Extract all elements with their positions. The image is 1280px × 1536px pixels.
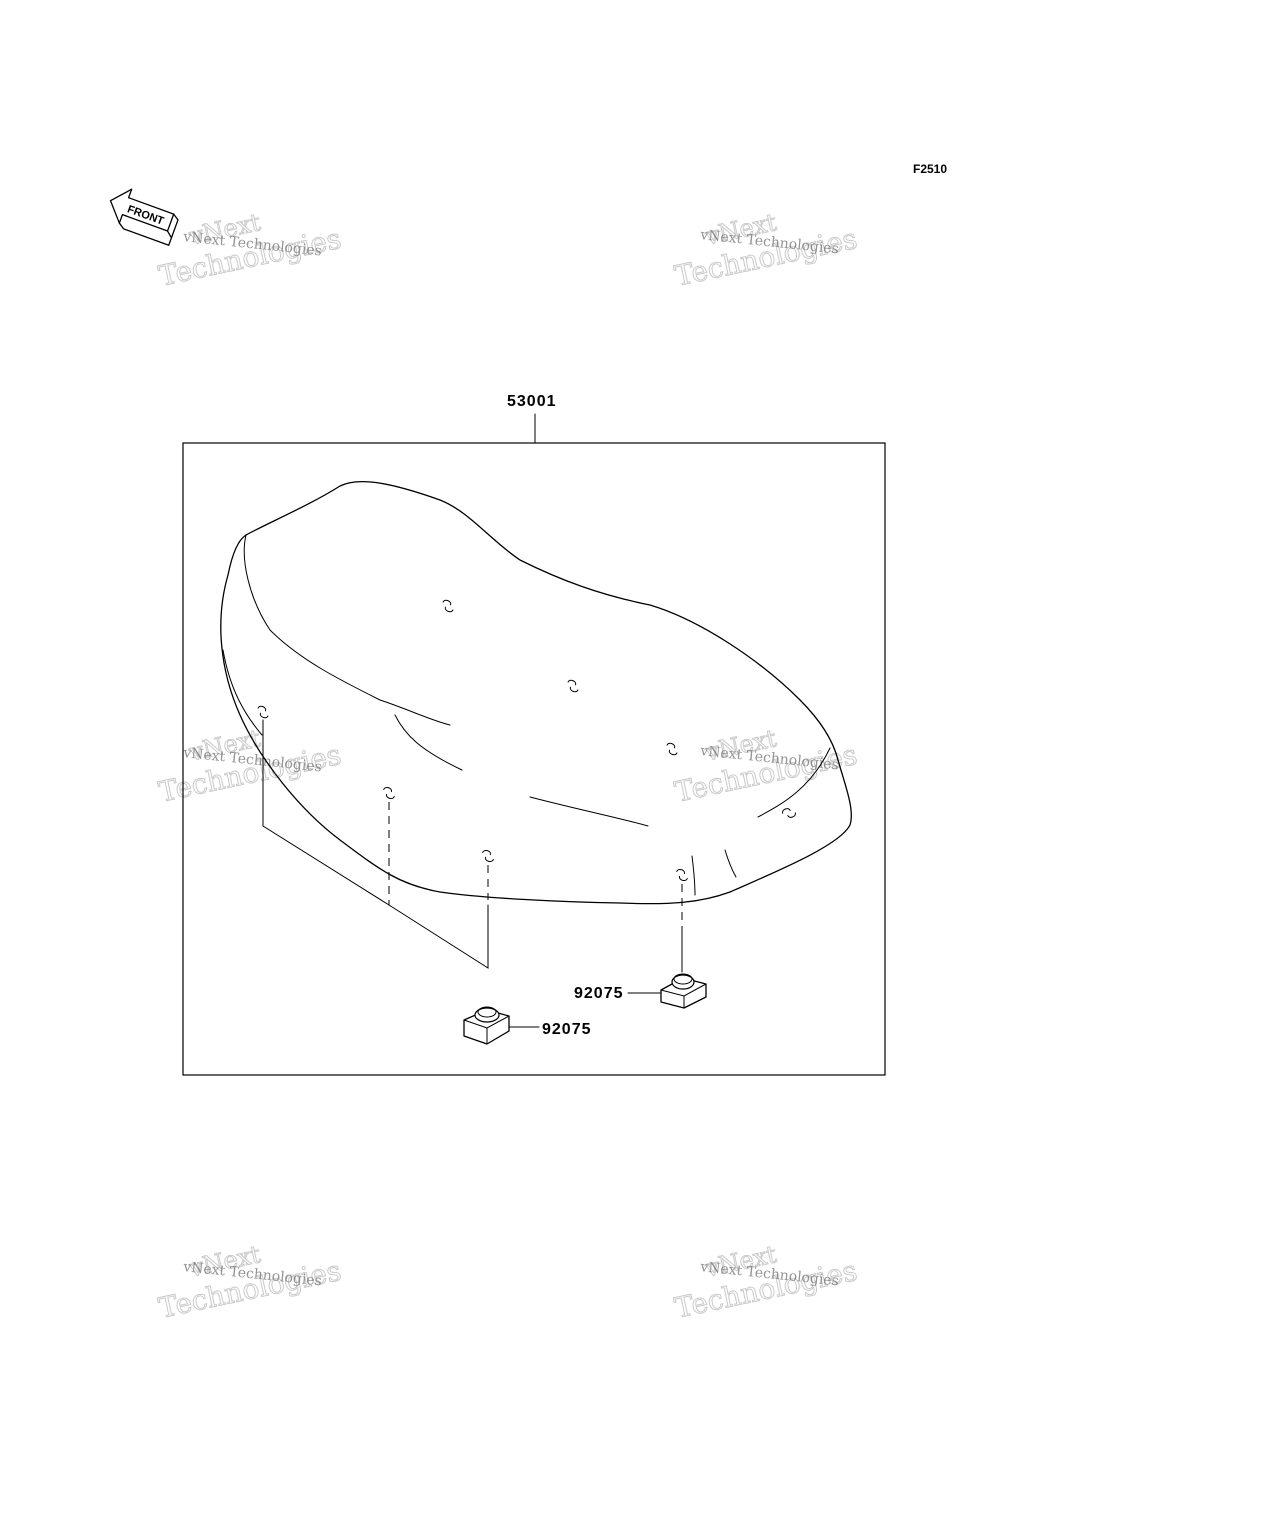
front-label: FRONT [126, 203, 166, 227]
damper-block-left [463, 1006, 510, 1045]
front-arrow-icon: FRONT [109, 188, 179, 246]
clip-icon [666, 742, 678, 756]
figure-code: F2510 [913, 162, 947, 176]
part-label-53001: 53001 [507, 393, 557, 410]
clip-icon [442, 599, 454, 613]
clip-icon [383, 786, 395, 800]
part-label-92075-right: 92075 [574, 985, 624, 1002]
clip-icon [257, 705, 269, 719]
part-label-92075-left: 92075 [542, 1021, 592, 1038]
seat-drawing [220, 480, 852, 973]
assembly-frame [182, 442, 886, 1076]
clip-icon [782, 808, 796, 818]
clip-icon [482, 849, 494, 863]
clip-icon [676, 868, 688, 882]
clip-icon [567, 679, 579, 693]
damper-block-right [660, 973, 707, 1009]
